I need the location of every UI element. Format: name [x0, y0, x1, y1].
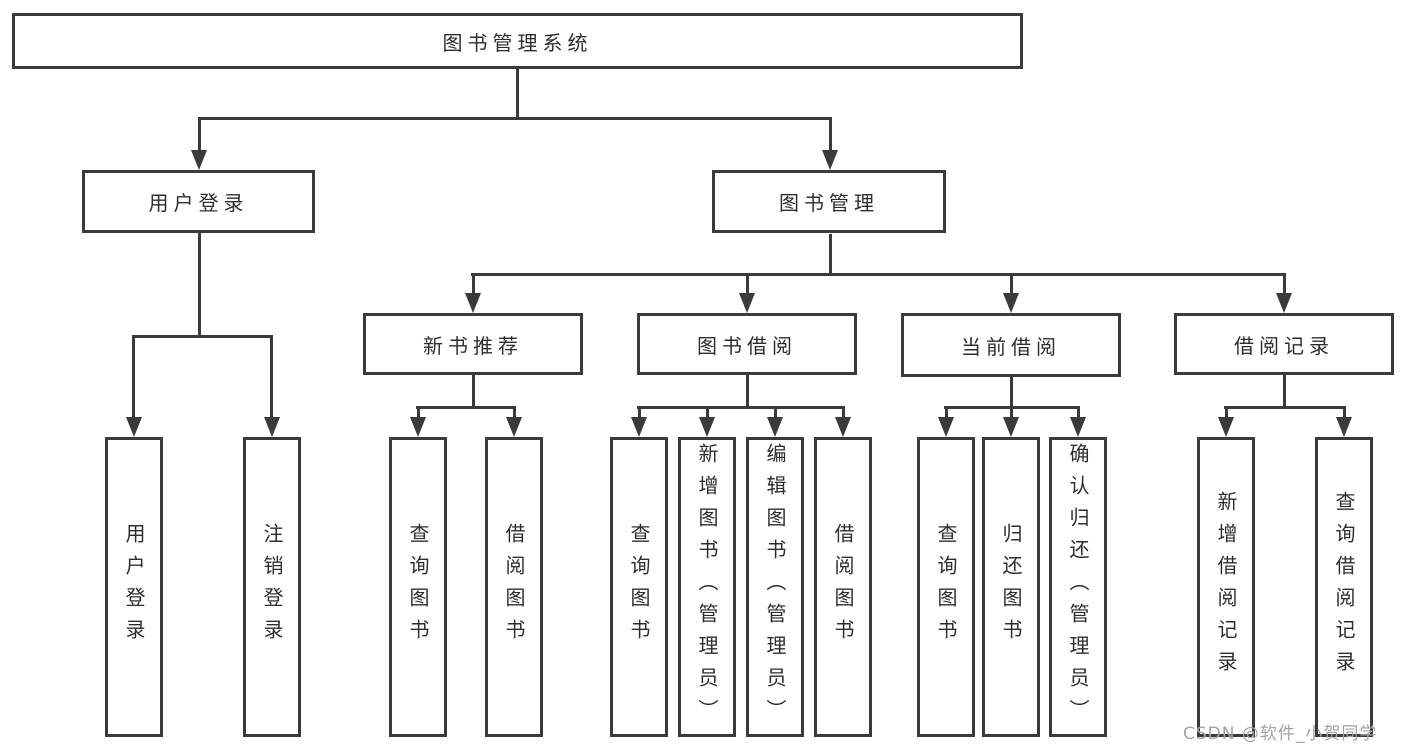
arrow-down-icon — [506, 417, 522, 437]
connector-line — [471, 273, 1286, 276]
arrow-down-icon — [264, 417, 280, 437]
leaf-logout: 注销登录 — [243, 437, 301, 737]
node-label: 借阅图书 — [831, 523, 855, 651]
node-user-login: 用户登录 — [82, 170, 315, 233]
connector-line — [132, 335, 273, 338]
node-label: 新增图书（管理员） — [695, 443, 719, 731]
node-label: 图书借阅 — [697, 333, 797, 358]
node-current-borrowing: 当前借阅 — [901, 313, 1121, 377]
connector-line — [416, 406, 516, 409]
connector-line — [1283, 375, 1286, 406]
connector-line — [198, 233, 201, 335]
connector-line — [132, 335, 135, 417]
leaf-current-return-books: 归还图书 — [982, 437, 1040, 737]
connector-line — [638, 406, 641, 417]
arrow-down-icon — [631, 417, 647, 437]
arrow-down-icon — [1218, 417, 1234, 437]
node-label: 查询图书 — [406, 523, 430, 651]
node-label: 编辑图书（管理员） — [763, 443, 787, 731]
connector-line — [1010, 406, 1013, 417]
node-library-system: 图书管理系统 — [12, 13, 1023, 69]
leaf-borrowing-query-books: 查询图书 — [610, 437, 668, 737]
arrow-down-icon — [1003, 293, 1019, 313]
node-label: 图书管理系统 — [442, 30, 593, 55]
arrow-down-icon — [1003, 417, 1019, 437]
arrow-down-icon — [1276, 293, 1292, 313]
connector-line — [774, 406, 777, 417]
leaf-current-query-books: 查询图书 — [917, 437, 975, 737]
connector-line — [842, 406, 845, 417]
connector-line — [472, 273, 475, 293]
connector-line — [637, 406, 845, 409]
connector-line — [746, 375, 749, 406]
leaf-newbook-query-books: 查询图书 — [389, 437, 447, 737]
connector-line — [1283, 273, 1286, 293]
arrow-down-icon — [822, 150, 838, 170]
arrow-down-icon — [126, 417, 142, 437]
leaf-borrowing-add-books-admin: 新增图书（管理员） — [678, 437, 736, 737]
node-label: 图书管理 — [779, 191, 879, 215]
csdn-watermark: CSDN @软件_小贺同学 — [1183, 724, 1378, 744]
leaf-borrowing-borrow-books: 借阅图书 — [814, 437, 872, 737]
connector-line — [746, 273, 749, 293]
arrow-down-icon — [1070, 417, 1086, 437]
leaf-borrowing-edit-books-admin: 编辑图书（管理员） — [746, 437, 804, 737]
leaf-records-query-record: 查询借阅记录 — [1315, 437, 1373, 737]
connector-line — [417, 406, 420, 417]
arrow-down-icon — [767, 417, 783, 437]
connector-line — [829, 117, 832, 150]
connector-line — [198, 117, 201, 150]
connector-line — [513, 406, 516, 417]
connector-line — [1010, 273, 1013, 293]
node-label: 查询借阅记录 — [1332, 491, 1356, 683]
connector-line — [1077, 406, 1080, 417]
leaf-newbook-borrow-books: 借阅图书 — [485, 437, 543, 737]
node-label: 借阅记录 — [1234, 333, 1334, 358]
connector-line — [1010, 375, 1013, 406]
connector-line — [829, 234, 832, 273]
arrow-down-icon — [739, 293, 755, 313]
connector-line — [516, 69, 519, 117]
connector-line — [1343, 406, 1346, 417]
node-label: 当前借阅 — [961, 334, 1061, 359]
leaf-current-confirm-return-admin: 确认归还（管理员） — [1049, 437, 1107, 737]
node-label: 确认归还（管理员） — [1066, 443, 1090, 731]
connector-line — [198, 117, 832, 120]
leaf-records-add-record: 新增借阅记录 — [1197, 437, 1255, 737]
node-label: 新增借阅记录 — [1214, 491, 1238, 683]
node-book-management: 图书管理 — [712, 170, 946, 233]
node-label: 注销登录 — [260, 523, 284, 651]
arrow-down-icon — [410, 417, 426, 437]
connector-line — [945, 406, 948, 417]
node-label: 查询图书 — [627, 523, 651, 651]
connector-line — [1224, 406, 1345, 409]
node-label: 用户登录 — [148, 191, 249, 215]
node-label: 借阅图书 — [502, 523, 526, 651]
connector-line — [472, 375, 475, 406]
node-book-borrowing: 图书借阅 — [637, 313, 857, 375]
arrow-down-icon — [835, 417, 851, 437]
arrow-down-icon — [1336, 417, 1352, 437]
connector-line — [706, 406, 709, 417]
node-label: 归还图书 — [999, 523, 1023, 651]
node-label: 查询图书 — [934, 523, 958, 651]
connector-line — [1225, 406, 1228, 417]
arrow-down-icon — [465, 293, 481, 313]
arrow-down-icon — [699, 417, 715, 437]
arrow-down-icon — [938, 417, 954, 437]
node-label: 用户登录 — [122, 523, 146, 651]
node-borrow-records: 借阅记录 — [1174, 313, 1394, 375]
leaf-user-login: 用户登录 — [105, 437, 163, 737]
arrow-down-icon — [191, 150, 207, 170]
node-new-book-recommend: 新书推荐 — [363, 313, 583, 375]
node-label: 新书推荐 — [423, 333, 523, 358]
connector-line — [270, 335, 273, 417]
